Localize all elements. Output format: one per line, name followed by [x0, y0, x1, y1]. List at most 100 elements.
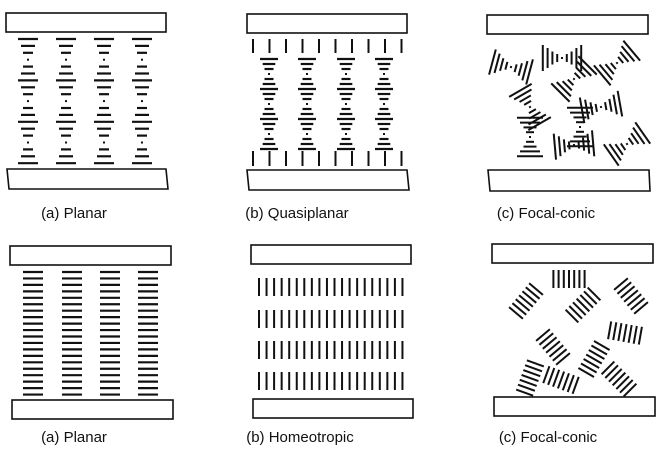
molecule — [608, 368, 623, 383]
focal-conic-domain — [577, 340, 611, 378]
molecule — [620, 285, 636, 299]
molecule — [588, 349, 605, 360]
molecule — [627, 137, 635, 146]
molecule — [576, 61, 592, 77]
focal-conic-domain — [564, 286, 602, 324]
molecule — [598, 63, 614, 81]
molecule — [623, 289, 639, 303]
helix-molecule — [141, 100, 143, 103]
molecule — [616, 281, 632, 295]
molecule — [578, 97, 586, 124]
molecule — [575, 297, 591, 313]
molecule — [515, 298, 531, 312]
molecule — [552, 369, 561, 388]
molecule — [561, 372, 570, 391]
panel-focal-conic-helical — [486, 14, 652, 192]
molecule-dot — [572, 77, 576, 81]
molecule — [523, 99, 532, 106]
molecule — [617, 323, 623, 342]
molecule-dot — [528, 105, 532, 109]
helix-molecule — [306, 73, 308, 75]
molecule — [564, 308, 580, 324]
focal-conic-domain — [552, 130, 596, 160]
bottom-glass-plate — [487, 169, 651, 192]
molecule — [585, 353, 603, 365]
molecule — [622, 40, 641, 62]
molecule — [586, 286, 602, 302]
helix-molecule — [27, 141, 29, 144]
molecule — [632, 126, 646, 145]
focal-conic-domain — [508, 282, 544, 320]
focal-conic-domain — [517, 116, 543, 158]
molecule — [607, 321, 613, 340]
molecule — [594, 103, 598, 112]
molecule — [616, 90, 624, 117]
bottom-glass-plate — [246, 169, 410, 191]
top-glass-plate — [491, 243, 654, 264]
helix-molecule — [345, 73, 347, 75]
molecule — [517, 383, 536, 392]
caption-bottom-c: (c) Focal-conic — [499, 429, 598, 446]
molecule — [600, 360, 616, 376]
helix-molecule — [306, 133, 308, 135]
molecule — [572, 301, 587, 316]
molecule — [513, 64, 518, 73]
molecule — [608, 143, 622, 162]
helix-molecule — [65, 100, 67, 103]
caption-top-b: (b) Quasiplanar — [245, 205, 348, 222]
molecule — [547, 367, 556, 386]
focal-conic-domain — [552, 270, 586, 288]
molecule — [508, 306, 524, 320]
molecule-dot — [561, 57, 563, 59]
panel-planar-layered — [9, 245, 174, 420]
molecule — [615, 375, 630, 390]
helix-molecule — [306, 103, 308, 105]
molecule — [612, 94, 618, 115]
molecule — [627, 324, 633, 343]
focal-conic-domain — [542, 365, 580, 395]
helix-molecule — [103, 58, 105, 61]
molecule — [515, 388, 534, 397]
caption-bottom-a: (a) Planar — [41, 429, 107, 446]
molecule — [613, 277, 629, 291]
molecule — [535, 328, 551, 342]
molecule — [521, 60, 529, 81]
focal-conic-domain — [593, 40, 641, 86]
focal-conic-domain — [607, 321, 643, 345]
focal-conic-domain — [600, 360, 638, 398]
molecule — [602, 143, 620, 167]
molecule — [525, 286, 541, 300]
bottom-glass-plate — [11, 399, 174, 420]
focal-conic-domain — [602, 121, 652, 167]
bottom-glass-plate — [493, 396, 656, 417]
molecule — [522, 369, 541, 378]
helix-molecule — [268, 103, 270, 105]
molecule — [548, 344, 564, 358]
molecule — [538, 332, 554, 346]
helix-molecule — [27, 58, 29, 61]
focal-conic-domain — [541, 45, 583, 71]
molecule-dot — [509, 65, 513, 69]
molecule — [612, 322, 618, 341]
top-glass-plate — [9, 245, 172, 266]
panel-focal-conic-layered — [491, 243, 656, 417]
molecule — [519, 378, 538, 387]
molecule — [561, 80, 573, 92]
molecule — [637, 326, 643, 345]
molecule — [525, 59, 534, 85]
helix-molecule — [141, 141, 143, 144]
molecule — [622, 323, 628, 343]
helix-molecule — [383, 133, 385, 135]
top-glass-plate — [5, 12, 167, 33]
molecule — [568, 305, 583, 320]
molecule — [622, 382, 638, 398]
molecule — [584, 99, 590, 120]
top-glass-plate — [250, 244, 412, 265]
molecule — [493, 53, 501, 74]
helix-molecule — [103, 141, 105, 144]
molecule — [593, 340, 611, 351]
helix-molecule — [65, 141, 67, 144]
molecule — [630, 132, 640, 145]
molecule — [557, 136, 562, 157]
molecule — [617, 56, 625, 64]
